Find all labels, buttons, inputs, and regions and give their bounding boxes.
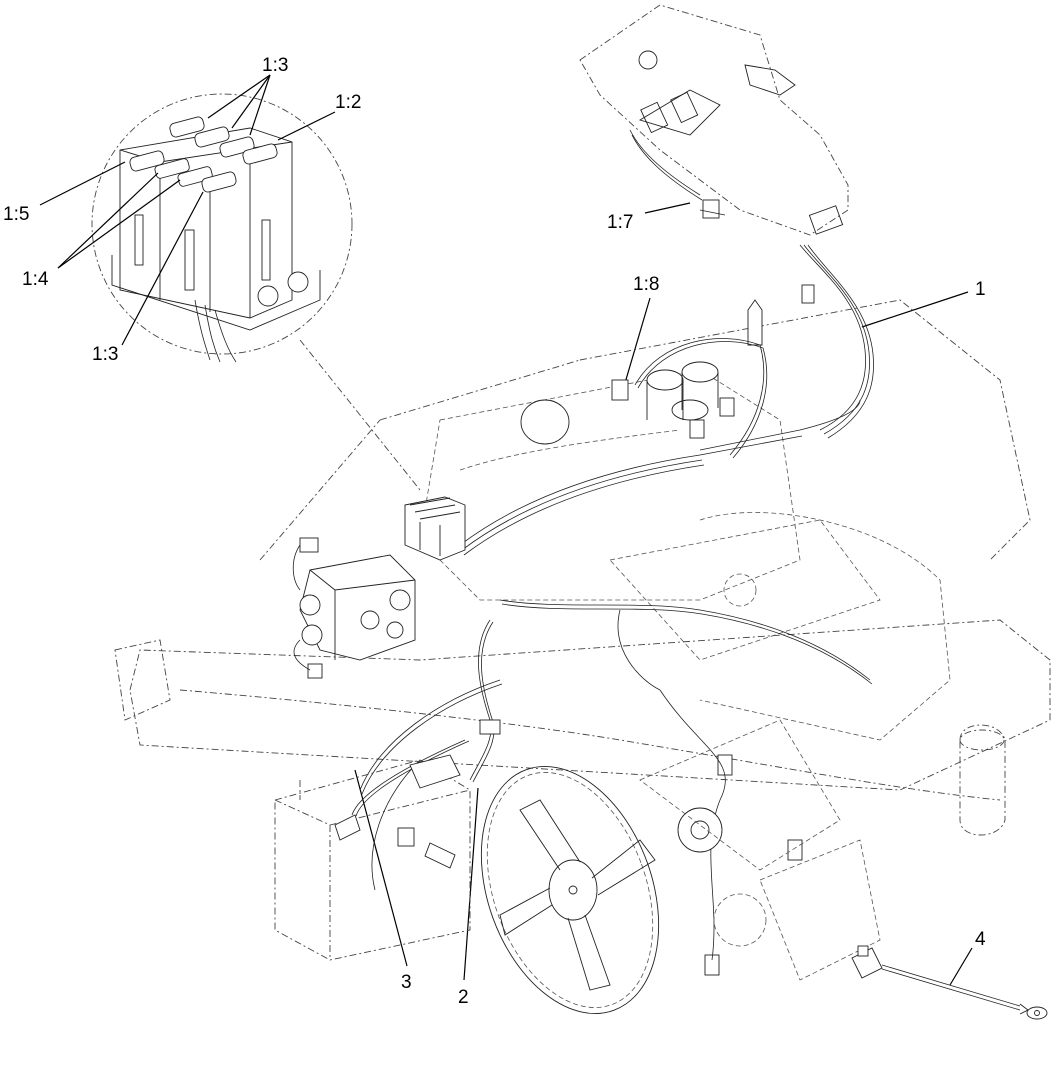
main-harness (359, 338, 873, 976)
callout-1: 1 (975, 279, 986, 300)
callout-3: 3 (401, 972, 412, 993)
callout-2: 2 (458, 987, 469, 1008)
hydraulic-manifold (292, 537, 416, 679)
battery (274, 739, 471, 961)
control-panel-bracket (579, 4, 874, 439)
callout-1-4: 1:4 (22, 269, 49, 290)
leader-lines (39, 74, 973, 986)
radiator-fan (480, 766, 660, 1014)
detail-view-fuse-block (91, 93, 421, 491)
callout-1-8: 1:8 (633, 274, 660, 295)
engine-block (419, 369, 951, 741)
machine-frame (114, 299, 1051, 836)
fuse-block-insitu (404, 496, 466, 561)
callout-4: 4 (975, 929, 986, 950)
callout-1-3-bottom: 1:3 (92, 344, 119, 365)
callout-1-7: 1:7 (607, 212, 634, 233)
solenoid-valves (611, 299, 763, 439)
callout-1-2: 1:2 (335, 92, 362, 113)
ground-wire-part-4 (851, 945, 1048, 1020)
callout-1-3-top: 1:3 (262, 55, 289, 76)
alternator (639, 719, 881, 981)
callout-1-5: 1:5 (3, 204, 30, 225)
